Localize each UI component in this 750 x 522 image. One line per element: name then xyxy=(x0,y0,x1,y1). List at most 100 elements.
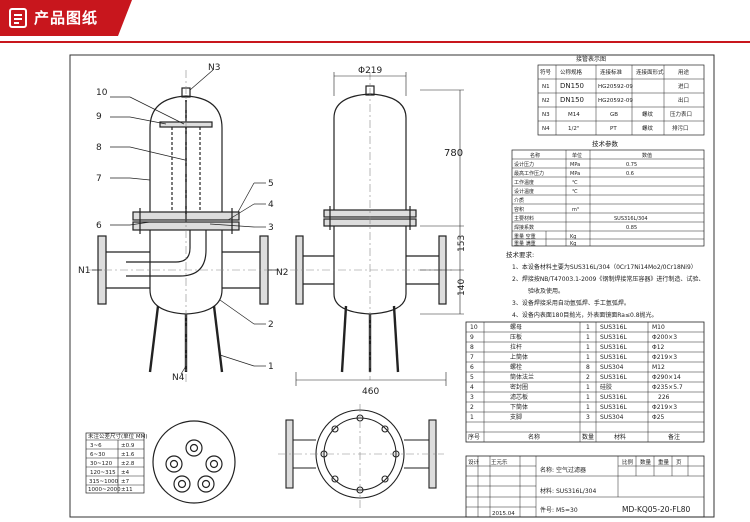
nozzle-cell: 压力表口 xyxy=(670,110,692,118)
bom-cell: Φ25 xyxy=(652,414,665,421)
bom-cell: SUS316L xyxy=(600,354,627,361)
tech-cell: 设计压力 xyxy=(514,161,534,168)
nozzle-cell: 排污口 xyxy=(672,124,689,132)
tech-params-table: 技术参数 名称 单位 数值 设计压力 MPa 0.75 最高工作压力 MPa xyxy=(511,139,705,247)
title-product-name-label: 名称: xyxy=(540,466,554,474)
nozzle-cell: 进口 xyxy=(678,82,689,90)
tech-cell: SUS316L/304 xyxy=(614,216,648,222)
bom-cell: 3 xyxy=(586,414,590,421)
nozzle-cell: 出口 xyxy=(678,96,689,104)
page-title: 产品图纸 xyxy=(34,9,99,27)
callout-8: 8 xyxy=(96,143,102,153)
nozzle-table: 接管表示图 符号 公称规格 连接标准 连接面形式 用途 N1 DN150 HG2… xyxy=(537,55,705,136)
engineering-drawing: 10 9 8 7 6 5 4 3 2 1 N1 N2 N3 N4 xyxy=(69,54,715,518)
header-banner-notch xyxy=(118,0,132,36)
callout-10: 10 xyxy=(96,88,108,98)
bom-cell: 7 xyxy=(470,354,474,361)
callout-6: 6 xyxy=(96,221,102,231)
dim-lower-a: 153 xyxy=(457,235,467,252)
bom-cell: Φ219×3 xyxy=(652,404,677,411)
bom-cell: 滤芯板 xyxy=(510,393,528,401)
title-quantity-label: 数量 xyxy=(640,458,652,466)
nozzle-label-n3: N3 xyxy=(208,63,220,73)
title-designer: 王元乐 xyxy=(491,459,508,466)
dimension-labels: Φ219 780 153 140 460 xyxy=(358,66,467,397)
title-design-label: 设计 xyxy=(468,458,480,466)
callout-9: 9 xyxy=(96,112,102,122)
callout-leaders xyxy=(92,69,278,375)
side-view xyxy=(295,85,447,373)
callout-1: 1 xyxy=(268,362,274,372)
nozzle-cell: N3 xyxy=(542,112,550,118)
bom-cell: Φ200×3 xyxy=(652,334,677,341)
nozzle-cell: N4 xyxy=(542,126,550,132)
callout-3: 3 xyxy=(268,223,274,233)
nozzle-label-n1: N1 xyxy=(78,266,90,276)
header-divider xyxy=(0,41,750,43)
tolerance-value: ±4 xyxy=(121,470,130,476)
nozzle-cell: HG20592-09 xyxy=(598,84,633,90)
bom-cell: M10 xyxy=(652,324,665,331)
bom-header: 数量 xyxy=(582,433,594,441)
bom-cell: SUS316L xyxy=(600,374,627,381)
bom-cell: SUS316L xyxy=(600,344,627,351)
tech-cell: m³ xyxy=(572,207,579,213)
bom-cell: Φ12 xyxy=(652,344,665,351)
bom-cell: 10 xyxy=(470,324,478,331)
tech-cell: MPa xyxy=(570,171,580,177)
tech-cell: MPa xyxy=(570,162,580,168)
bom-cell: 5 xyxy=(470,374,474,381)
dim-diameter: Φ219 xyxy=(358,66,383,76)
nozzle-header: 符号 xyxy=(540,68,552,76)
tech-header: 名称 xyxy=(530,152,540,159)
bom-cell: Φ219×3 xyxy=(652,354,677,361)
bom-cell: 9 xyxy=(470,334,474,341)
bom-header: 备注 xyxy=(668,433,680,441)
tech-cell: 介质 xyxy=(514,197,524,204)
tech-cell: ℃ xyxy=(572,180,578,186)
tech-header: 单位 xyxy=(572,152,582,159)
tech-cell: 重量 空重 xyxy=(514,233,536,240)
requirement-item: 3、设备焊接采用自动氩弧焊、手工氩弧焊。 xyxy=(512,299,630,307)
bom-header: 名称 xyxy=(528,433,540,441)
nozzle-cell: 螺纹 xyxy=(642,110,654,118)
section-view xyxy=(97,87,269,373)
tolerance-range: 120~315 xyxy=(90,470,116,476)
bom-cell: Φ290×14 xyxy=(652,374,681,381)
bom-cell: 拉杆 xyxy=(510,343,522,351)
bom-cell: 8 xyxy=(470,344,474,351)
bom-cell: 2 xyxy=(586,374,590,381)
tech-cell: 0.75 xyxy=(626,162,637,168)
bom-cell: 4 xyxy=(470,384,474,391)
nozzle-cell: M14 xyxy=(568,112,580,118)
tolerance-value: ±0.9 xyxy=(121,443,135,449)
tech-cell: Kg xyxy=(570,241,576,247)
sheet-border xyxy=(69,54,715,518)
tolerance-range: 315~1000 xyxy=(89,479,119,485)
title-block: 设计 王元乐 名称: 空气过滤器 材料: SUS316L/304 件号: M5=… xyxy=(465,455,705,518)
tech-cell: ℃ xyxy=(572,189,578,195)
tech-cell: 0.6 xyxy=(626,171,634,177)
bom-cell: SUS316L xyxy=(600,334,627,341)
drawing-number: MD-KQ05-20-FL80 xyxy=(622,505,691,514)
tech-cell: 焊接系数 xyxy=(514,224,534,231)
tech-requirements: 技术要求: 1、本设备材料主要为SUS316L/304（0Cr17Ni14Mo2… xyxy=(506,250,704,319)
bom-cell: Φ235×5.7 xyxy=(652,384,683,391)
page-header: 产品图纸 xyxy=(0,0,750,44)
callout-7: 7 xyxy=(96,174,102,184)
tolerance-range: 1000~2000 xyxy=(88,487,121,493)
tech-cell: 容积 xyxy=(514,206,524,213)
bom-cell: 1 xyxy=(586,394,590,401)
callout-4: 4 xyxy=(268,200,274,210)
requirement-item: 1、本设备材料主要为SUS316L/304（0Cr17Ni14Mo2/0Cr18… xyxy=(512,263,697,271)
dim-width: 460 xyxy=(362,387,379,397)
tech-cell: 重量 满重 xyxy=(514,240,536,247)
nozzle-header: 连接标准 xyxy=(600,68,623,76)
tolerance-value: ±2.8 xyxy=(121,461,135,467)
tolerance-value: ±1.6 xyxy=(121,452,135,458)
bom-cell: 6 xyxy=(470,364,474,371)
nozzle-cell: HG20592-09 xyxy=(598,98,633,104)
tech-cell: 主要材料 xyxy=(514,215,534,222)
bom-cell: SUS304 xyxy=(600,414,624,421)
title-scale-label: 比例 xyxy=(622,458,634,466)
